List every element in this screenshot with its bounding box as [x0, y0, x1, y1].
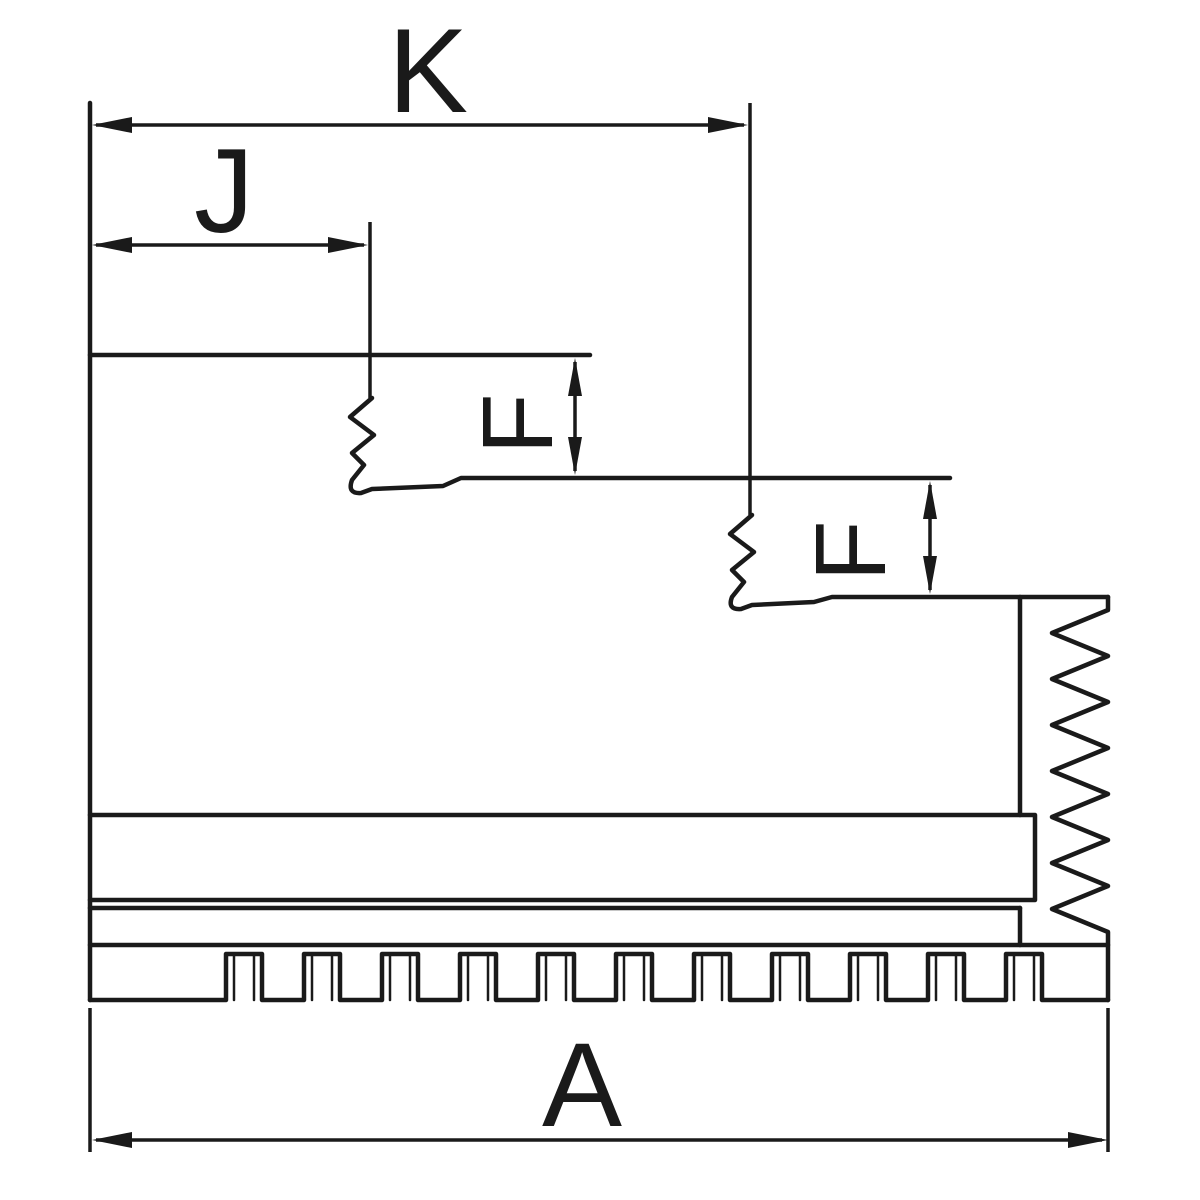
serration-teeth [87, 951, 1111, 1003]
dim-f-upper-arrow-up [568, 358, 582, 396]
dim-f-lower-label: F [795, 520, 907, 581]
guide-band [87, 812, 1038, 903]
jaw-profile [87, 100, 1111, 1003]
dimension-f-lower: F [795, 481, 937, 594]
sawtooth-back-edge [1049, 594, 1111, 1003]
serration-slot-inner-lines [232, 952, 1036, 1002]
dimension-a: A [88, 1008, 1110, 1152]
step-break-line-1 [347, 395, 953, 496]
dim-f-lower-arrow-down [923, 556, 937, 594]
dim-j-arrow-left [92, 237, 132, 253]
dim-a-arrow-left [92, 1132, 132, 1148]
dim-k-arrow-left [92, 117, 132, 133]
dim-k-arrow-right [708, 117, 748, 133]
dim-a-arrow-right [1068, 1132, 1108, 1148]
dim-k-label: K [388, 4, 468, 138]
dim-j-label: J [194, 124, 254, 258]
dim-f-upper-arrow-down [568, 437, 582, 475]
dim-f-upper-label: F [462, 393, 574, 454]
step-break-line-2 [727, 512, 1111, 612]
dimension-k: K [92, 4, 752, 515]
dim-f-lower-arrow-up [923, 481, 937, 519]
dim-j-arrow-right [328, 237, 368, 253]
dimension-f-upper: F [462, 358, 582, 475]
dimension-j: J [92, 124, 372, 398]
dim-a-label: A [542, 1018, 622, 1152]
